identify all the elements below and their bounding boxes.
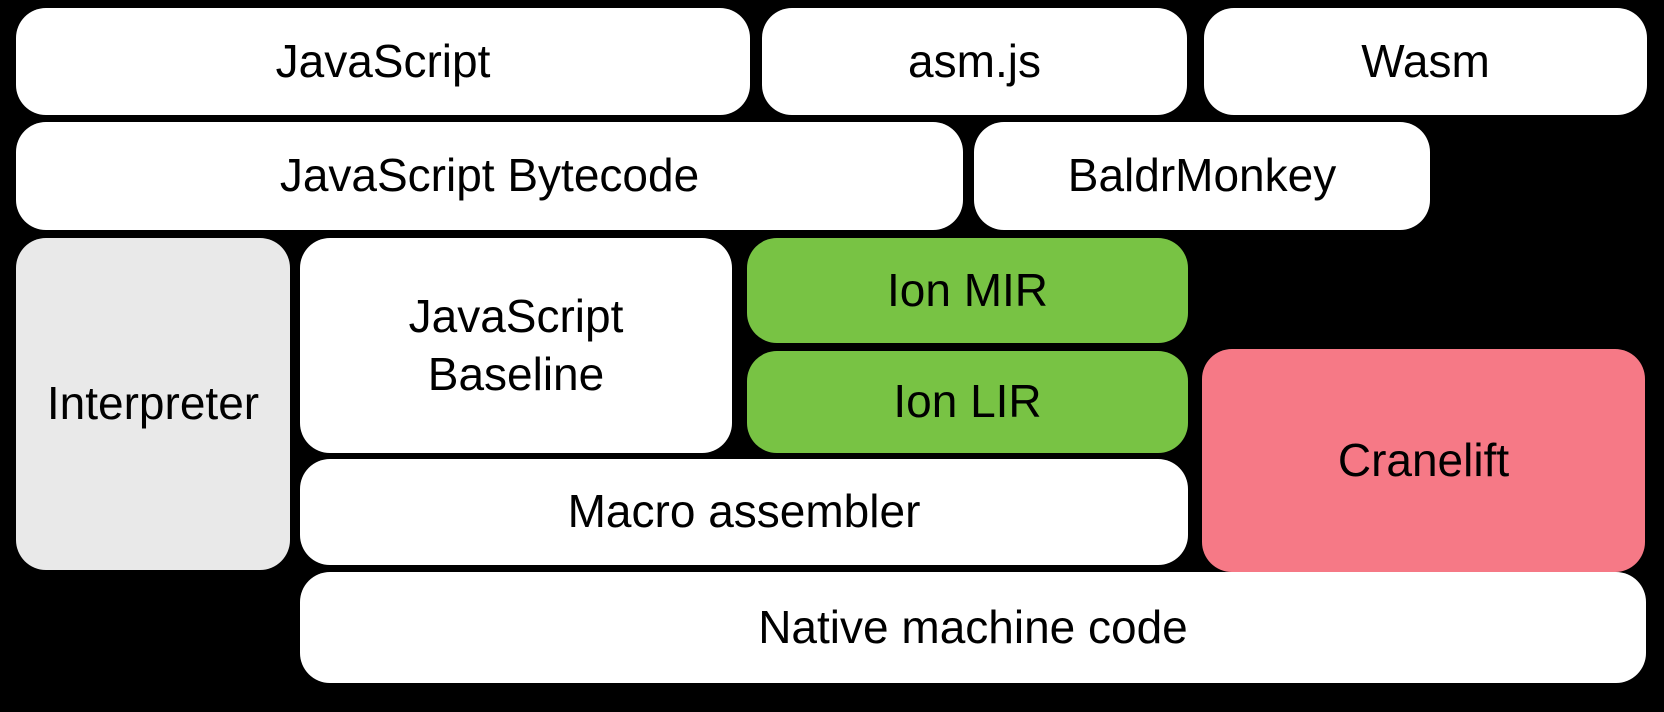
node-javascript-baseline: JavaScript Baseline <box>300 238 732 453</box>
node-baldrmonkey: BaldrMonkey <box>974 122 1430 230</box>
node-javascript-bytecode: JavaScript Bytecode <box>16 122 963 230</box>
node-macro-assembler: Macro assembler <box>300 459 1188 565</box>
node-javascript: JavaScript <box>16 8 750 115</box>
node-native-machine-code: Native machine code <box>300 572 1646 683</box>
node-ion-lir: Ion LIR <box>747 351 1188 453</box>
node-interpreter: Interpreter <box>16 238 290 570</box>
node-wasm: Wasm <box>1204 8 1647 115</box>
node-cranelift: Cranelift <box>1202 349 1645 572</box>
node-ion-mir: Ion MIR <box>747 238 1188 343</box>
node-asm-js: asm.js <box>762 8 1187 115</box>
